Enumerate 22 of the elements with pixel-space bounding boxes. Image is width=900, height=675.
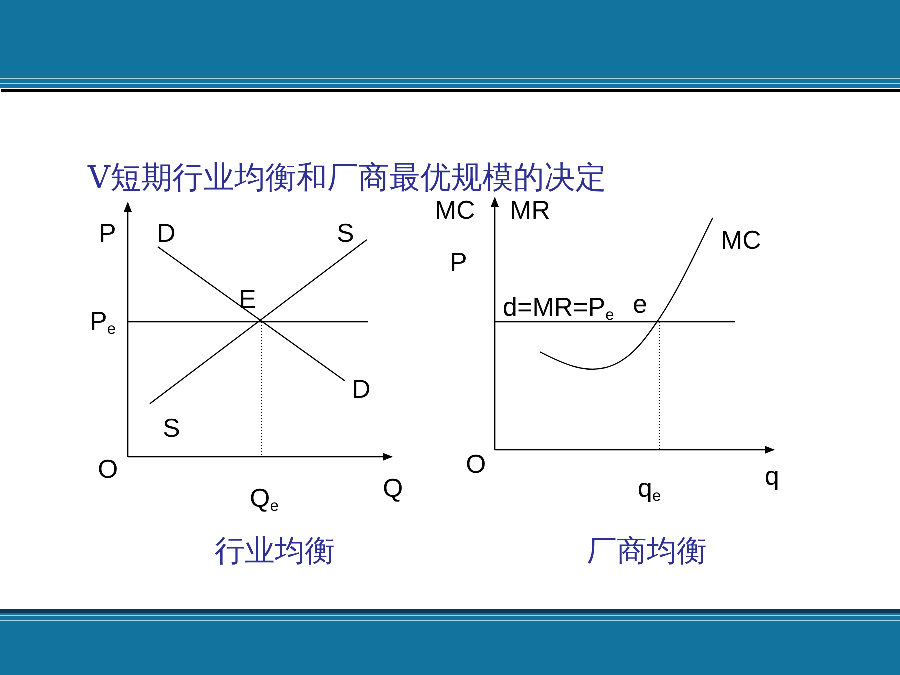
- axis-label: q$_{e}$: [638, 473, 662, 507]
- axis-label: P: [99, 218, 116, 248]
- chart-caption: 厂商均衡: [587, 534, 707, 570]
- curve-label: S: [163, 413, 180, 443]
- axis-label: MC: [435, 195, 476, 225]
- curve-label: S: [337, 218, 354, 248]
- axis-label: P$_{e}$: [90, 306, 116, 340]
- curve-label: D: [157, 218, 176, 248]
- origin-label: O: [98, 454, 118, 484]
- axis-label: P: [450, 247, 468, 277]
- line-label: d=MR=P$_{e}$: [503, 292, 614, 326]
- slide-title: V短期行业均衡和厂商最优规模的决定: [88, 160, 606, 196]
- axis-label: Q$_{e}$: [250, 483, 279, 517]
- point-label: e: [633, 289, 648, 319]
- axis-label: Q: [383, 473, 404, 503]
- curve-label: D: [352, 374, 371, 404]
- point-label: E: [239, 284, 256, 314]
- axis-label: MR: [510, 195, 550, 225]
- axis-label: q: [765, 461, 780, 491]
- curve-label: MC: [721, 225, 762, 255]
- chart-caption: 行业均衡: [215, 534, 335, 570]
- origin-label: O: [466, 449, 486, 479]
